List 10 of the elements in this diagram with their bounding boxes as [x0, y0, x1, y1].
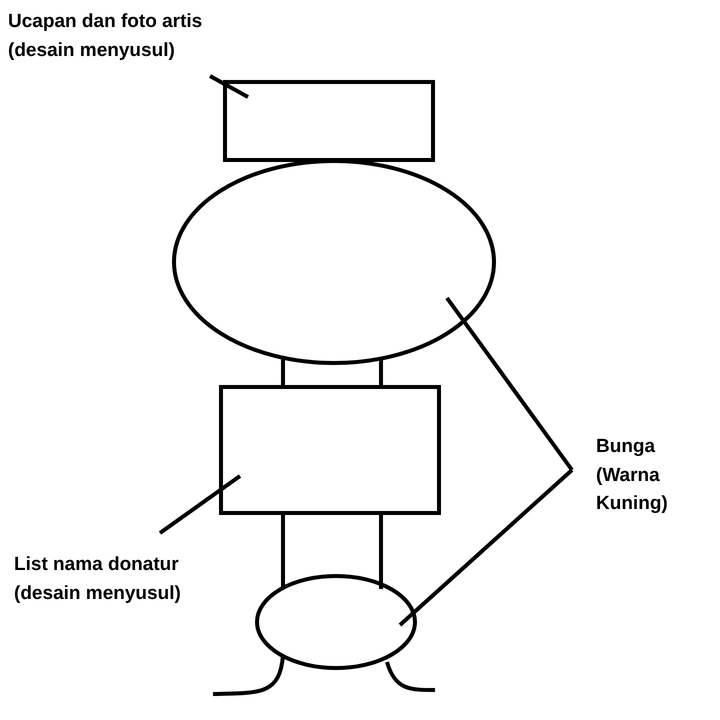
- support-post: [379, 358, 383, 387]
- support-post: [379, 513, 383, 589]
- annotation-text: List nama donatur (desain menyusul): [14, 553, 182, 606]
- leader-line: [445, 296, 574, 472]
- annotation-text: Ucapan dan foto artis (desain menyusul): [8, 10, 204, 62]
- support-post: [281, 513, 285, 589]
- leader-line: [398, 468, 574, 626]
- annotation-text: Bunga (Warna Kuning): [596, 435, 669, 516]
- leader-line: [158, 474, 242, 535]
- support-post: [281, 358, 285, 387]
